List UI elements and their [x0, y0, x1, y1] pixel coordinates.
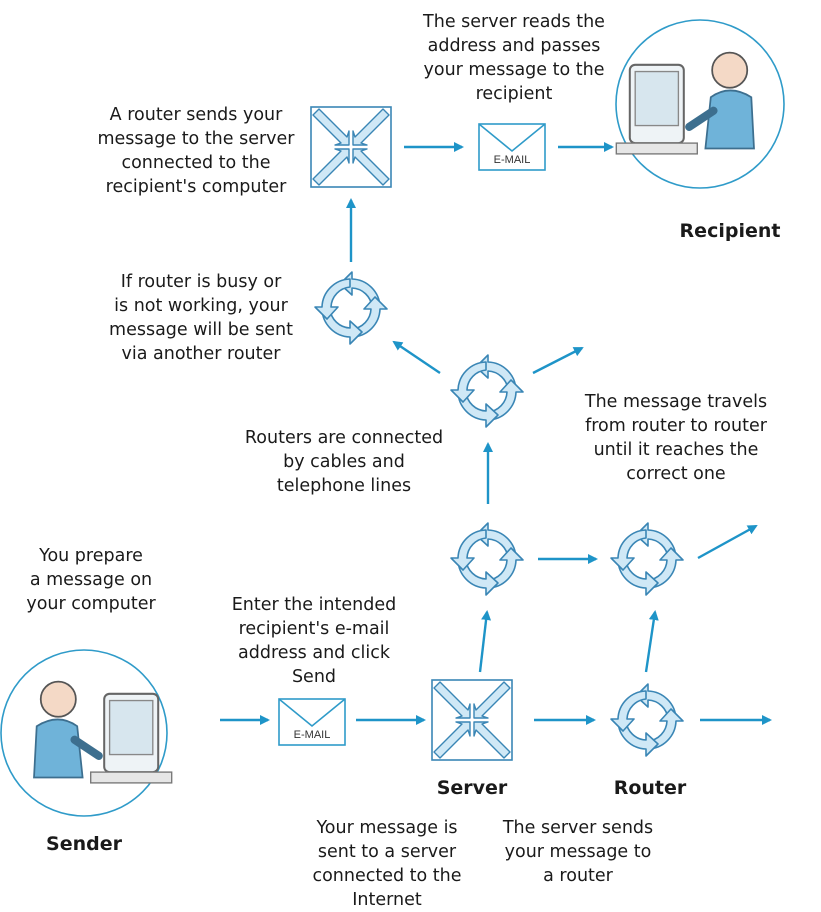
sender-avatar [0, 649, 172, 817]
router-cycle-icon [450, 522, 524, 596]
caption-sent-to-server: Your message is sent to a server connect… [312, 818, 462, 910]
caption-enter-address: Enter the intended recipient's e-mail ad… [231, 595, 397, 687]
arrow [478, 610, 492, 673]
flow-arrows [220, 142, 772, 725]
caption-router-sends: A router sends your message to the serve… [97, 105, 295, 197]
caption-server-sends: The server sends your message to a route… [502, 818, 654, 886]
label-recipient: Recipient [679, 220, 781, 242]
router-cycle-icon [610, 522, 684, 596]
router-cycle-icon [610, 683, 684, 757]
router-cycle-icon [450, 354, 524, 428]
caption-travels: The message travels from router to route… [584, 392, 768, 484]
arrow [532, 346, 584, 375]
email-tag: E-MAIL [494, 154, 531, 166]
email-tag: E-MAIL [294, 729, 331, 741]
caption-router-busy: If router is busy or is not working, you… [109, 272, 293, 364]
server-icon [431, 679, 513, 761]
caption-routers-connected: Routers are connected by cables and tele… [244, 428, 444, 496]
arrow [644, 610, 659, 673]
arrow [697, 524, 758, 560]
caption-server-reads: The server reads the address and passes … [423, 12, 605, 104]
envelope-icon: E-MAIL [278, 698, 346, 746]
arrow [392, 340, 441, 374]
label-router: Router [613, 777, 687, 799]
router-cycle-icon [314, 271, 388, 345]
envelope-icon: E-MAIL [478, 123, 546, 171]
label-sender: Sender [46, 833, 122, 855]
label-server: Server [436, 777, 508, 799]
server-icon [310, 106, 392, 188]
caption-prepare: You prepare a message on your computer [26, 546, 156, 614]
recipient-avatar [616, 19, 785, 189]
